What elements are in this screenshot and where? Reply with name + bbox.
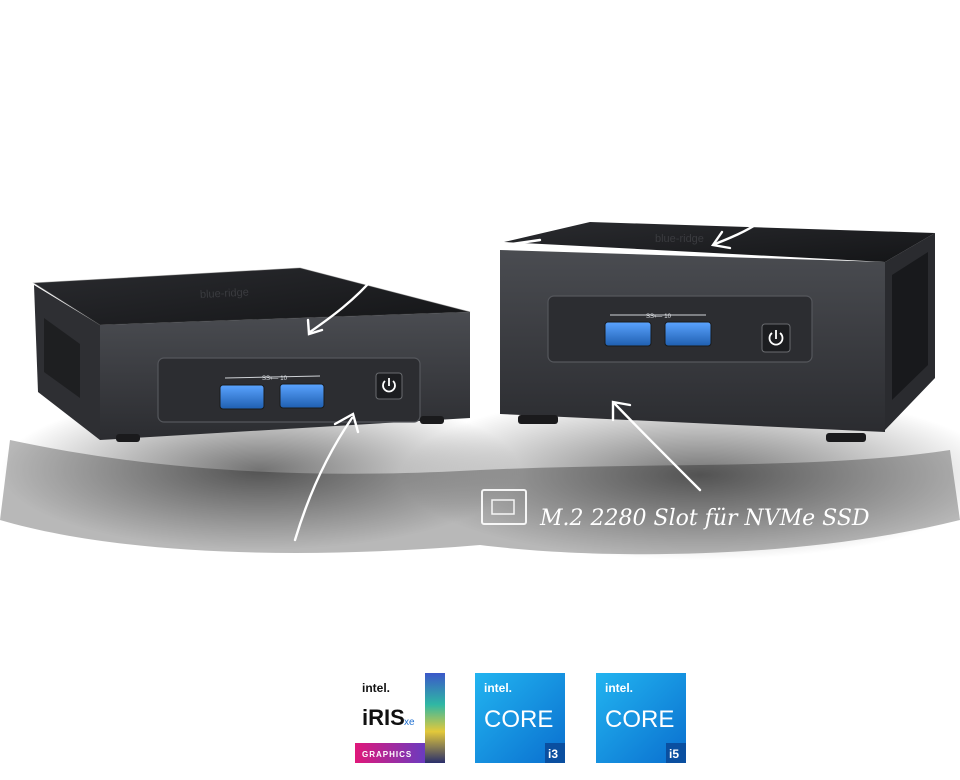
iris-badge-suffix: xe <box>404 717 415 728</box>
arrow-left-top <box>308 274 377 334</box>
right-mini-pc: blue-ridge SS⟵ 10 <box>500 222 935 442</box>
right-usb-label: SS⟵ 10 <box>646 314 672 320</box>
left-device-vent <box>44 318 80 398</box>
right-device-foot <box>826 433 866 442</box>
ssd-icon <box>481 489 527 525</box>
arrowhead-right-bottom <box>611 400 632 422</box>
left-usb-label: SS⟵ 10 <box>262 376 288 382</box>
iris-badge-color-bar <box>425 673 445 763</box>
core-i5-tier-box <box>666 743 686 763</box>
arrow-right-top <box>713 220 762 246</box>
core-i3-tier: i3 <box>548 747 558 761</box>
arrow-left-bottom <box>293 416 354 542</box>
left-device-foot <box>420 416 444 424</box>
core-i3-brand: intel. <box>484 681 512 695</box>
right-device-brand-emboss: blue-ridge <box>655 233 704 245</box>
iris-badge-brand: intel. <box>362 681 390 695</box>
right-power-icon <box>768 330 784 346</box>
core-i3-tier-box <box>545 743 565 763</box>
core-i5-tier: i5 <box>669 747 679 761</box>
right-device-shadow <box>400 390 960 560</box>
arrow-right-bottom <box>613 402 702 492</box>
arrowhead-left-bottom <box>333 412 360 434</box>
left-usb-port-2[interactable] <box>279 383 325 409</box>
ssd-slot-label: M.2 2280 Slot für NVMe SSD <box>539 506 870 531</box>
left-mini-pc: blue-ridge SS⟵ 10 <box>32 267 471 442</box>
left-device-brand-emboss: blue-ridge <box>200 286 249 301</box>
arrow-right-corner <box>510 238 542 246</box>
core-i3-product: CORE <box>484 706 553 733</box>
left-device-foot <box>116 434 140 442</box>
annotation-arrows <box>293 220 762 542</box>
left-device-top <box>34 268 470 325</box>
ssd-icon-detail <box>491 499 515 515</box>
badge-iris-xe: intel. iRIS xe GRAPHICS <box>355 673 445 763</box>
right-device-vent <box>892 252 928 400</box>
ssd-annotation: M.2 2280 Slot für NVMe SSD <box>481 489 870 531</box>
left-usb-port-1[interactable] <box>219 384 265 410</box>
core-i5-brand: intel. <box>605 681 633 695</box>
arrowhead-left-top <box>306 318 324 336</box>
right-usb-port-1[interactable] <box>604 321 652 347</box>
badge-core-i5: intel. CORE i5 <box>596 673 686 763</box>
right-usb-port-2[interactable] <box>664 321 712 347</box>
badge-core-i3: intel. CORE i3 <box>475 673 565 763</box>
right-device-foot <box>518 415 558 424</box>
core-i5-product: CORE <box>605 706 674 733</box>
iris-badge-tagline: GRAPHICS <box>362 750 412 759</box>
iris-badge-bottom-band <box>355 743 425 763</box>
floor-shadow <box>0 440 960 555</box>
arrowhead-right-top <box>710 230 732 250</box>
iris-badge-product: iRIS <box>362 705 405 730</box>
left-power-icon <box>382 378 396 393</box>
